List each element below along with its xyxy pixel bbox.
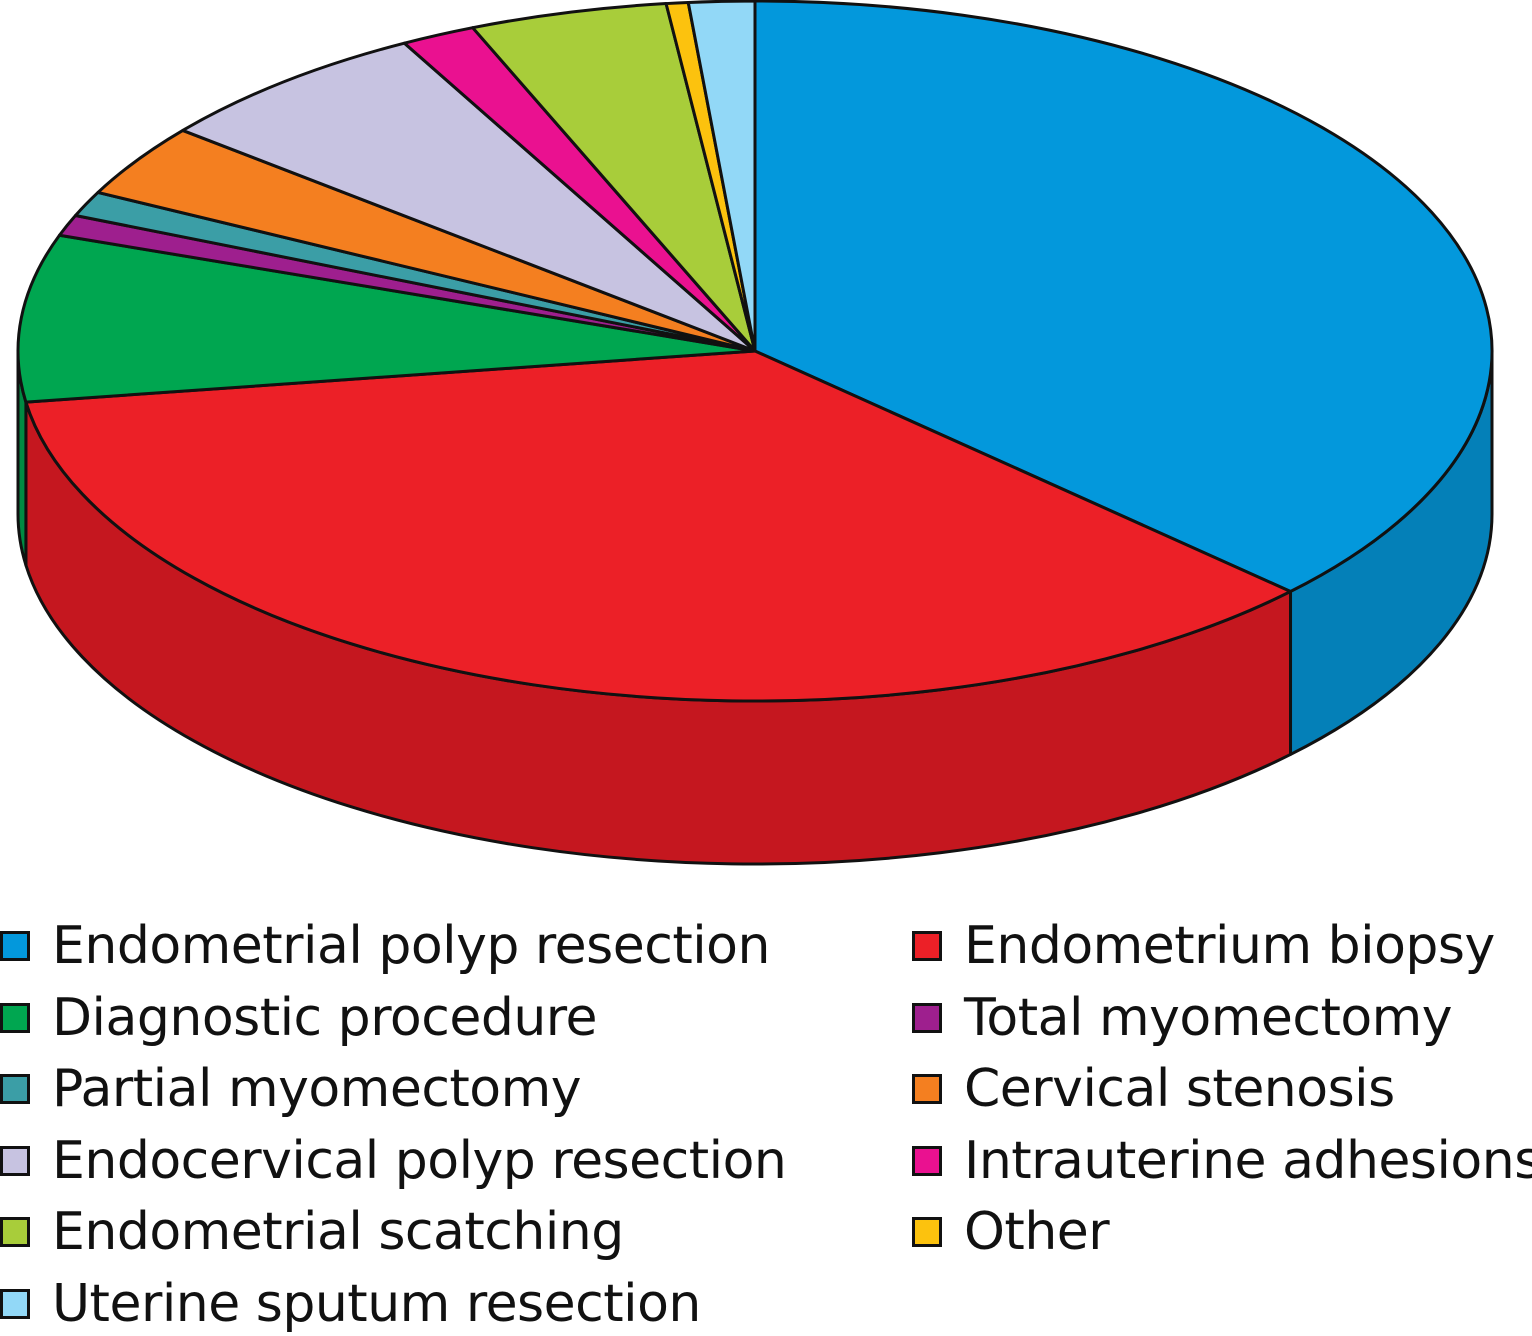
legend-item-endocervical-polyp-resection: Endocervical polyp resection bbox=[0, 1130, 787, 1191]
legend-swatch bbox=[912, 1002, 942, 1033]
pie-slice-endometrium-biopsy bbox=[24, 349, 1293, 703]
pie-slice-diagnostic-procedure bbox=[16, 233, 757, 404]
legend-label: Total myomectomy bbox=[964, 987, 1453, 1048]
legend-swatch bbox=[0, 1288, 30, 1319]
legend-swatch bbox=[0, 1074, 30, 1104]
legend-label: Endocervical polyp resection bbox=[52, 1130, 787, 1191]
legend-item-endometrial-scatching: Endometrial scatching bbox=[0, 1202, 624, 1262]
legend-label: Endometrial polyp resection bbox=[52, 916, 770, 976]
legend-item-cervical-stenosis: Cervical stenosis bbox=[912, 1059, 1395, 1119]
legend-label: Intrauterine adhesions bbox=[964, 1130, 1532, 1191]
legend-item-uterine-sputum-resection: Uterine sputum resection bbox=[0, 1274, 701, 1334]
legend-swatch bbox=[0, 1002, 30, 1033]
legend-label: Other bbox=[964, 1202, 1110, 1262]
legend-swatch bbox=[0, 1145, 30, 1176]
legend-item-total-myomectomy: Total myomectomy bbox=[912, 987, 1453, 1048]
legend-item-partial-myomectomy: Partial myomectomy bbox=[0, 1059, 582, 1119]
legend-label: Endometrium biopsy bbox=[964, 916, 1495, 976]
legend-swatch bbox=[912, 1217, 942, 1247]
legend-swatch bbox=[912, 931, 942, 961]
pie-slice-endometrial-scatching bbox=[471, 2, 757, 353]
pie-slice-uterine-sputum-resection bbox=[686, 0, 757, 353]
legend-label: Cervical stenosis bbox=[964, 1059, 1395, 1119]
pie-chart bbox=[16, 0, 1494, 866]
pie-slice-endometrial-polyp-resection bbox=[753, 0, 1494, 593]
legend-item-diagnostic-procedure: Diagnostic procedure bbox=[0, 987, 598, 1048]
legend-swatch bbox=[912, 1074, 942, 1104]
legend-swatch bbox=[0, 931, 30, 961]
legend-item-endometrium-biopsy: Endometrium biopsy bbox=[912, 916, 1495, 976]
legend-swatch bbox=[912, 1145, 942, 1176]
legend-swatch bbox=[0, 1217, 30, 1247]
legend-label: Partial myomectomy bbox=[52, 1059, 582, 1119]
pie-slice-endocervical-polyp-resection bbox=[181, 41, 757, 353]
legend-label: Endometrial scatching bbox=[52, 1202, 624, 1262]
legend-item-intrauterine-adhesions: Intrauterine adhesions bbox=[912, 1131, 1532, 1191]
legend-item-endometrial-polyp-resection: Endometrial polyp resection bbox=[0, 916, 770, 976]
legend-item-other: Other bbox=[912, 1202, 1110, 1262]
legend-label: Diagnostic procedure bbox=[52, 987, 598, 1048]
legend-label: Uterine sputum resection bbox=[52, 1273, 701, 1334]
